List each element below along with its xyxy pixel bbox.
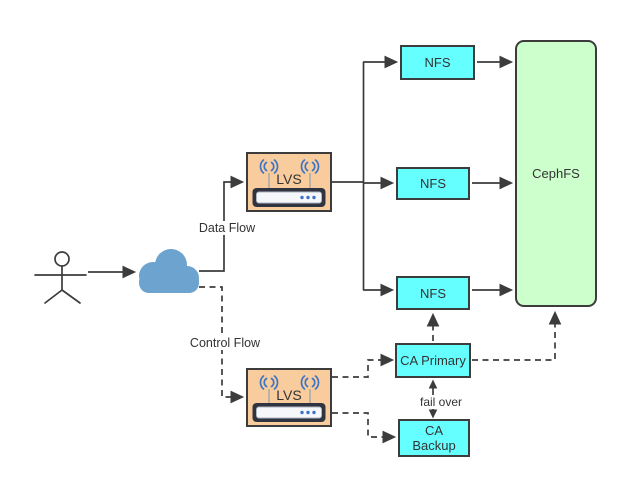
- edge-caprimary-cephfs: [472, 310, 562, 361]
- fail-over-label: fail over: [416, 395, 466, 409]
- cloud-icon: [139, 249, 199, 293]
- failover-arrowhead-down: [428, 409, 438, 419]
- failover-arrowhead-up: [428, 379, 438, 389]
- cephfs-label: CephFS: [532, 166, 580, 181]
- nfs-3-label: NFS: [420, 285, 446, 301]
- edge-lvscontrol-cabackup: [332, 412, 397, 444]
- wireless-router-icon: [252, 159, 326, 207]
- nfs-node-1: NFS: [400, 45, 475, 80]
- lvs-data-label: LVS: [276, 171, 302, 187]
- nfs-node-3: NFS: [396, 276, 470, 310]
- ca-backup-label: CA Backup: [412, 423, 455, 453]
- wifi-signal-icon: [259, 159, 320, 174]
- nfs-node-2: NFS: [396, 167, 470, 200]
- lvs-control-node: LVS: [246, 368, 332, 427]
- cephfs-node: CephFS: [515, 40, 597, 307]
- edge-lvscontrol-caprimary: [332, 353, 395, 378]
- ca-primary-node: CA Primary: [395, 343, 471, 378]
- lvs-data-node: LVS: [246, 152, 332, 212]
- ca-backup-node: CA Backup: [398, 419, 470, 457]
- nfs-2-label: NFS: [420, 176, 446, 191]
- lvs-control-label: LVS: [276, 387, 302, 403]
- edge-lvs-trunk: [332, 62, 365, 290]
- ca-backup-label-line2: Backup: [412, 438, 456, 453]
- control-flow-label: Control Flow: [186, 336, 264, 350]
- user-actor-icon: [34, 251, 87, 304]
- ca-backup-label-line1: CA: [424, 423, 444, 438]
- nfs-1-label: NFS: [424, 55, 451, 70]
- wifi-signal-icon: [259, 375, 320, 390]
- data-flow-label: Data Flow: [195, 221, 259, 235]
- ca-primary-label: CA Primary: [400, 353, 466, 368]
- wireless-router-icon: [252, 375, 326, 422]
